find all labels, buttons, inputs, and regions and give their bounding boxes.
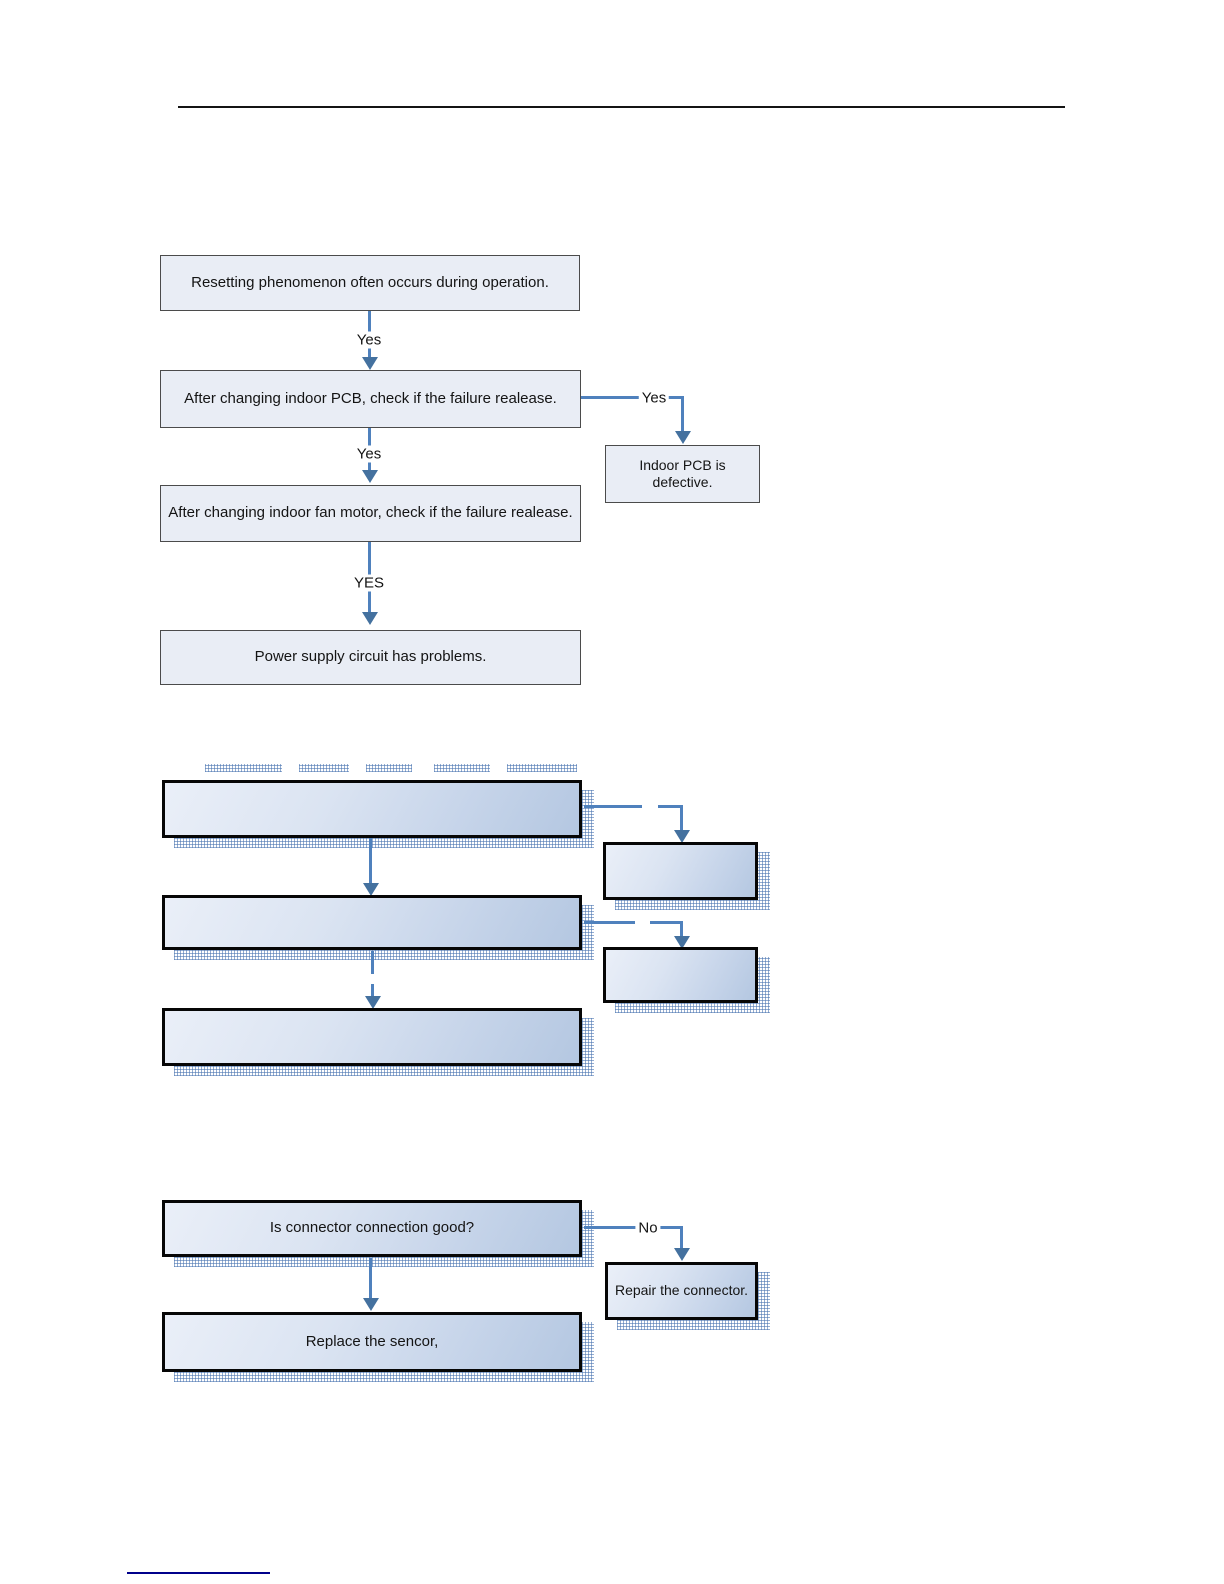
header-rule <box>178 106 1065 108</box>
halftone-strip <box>366 764 412 772</box>
connector-line <box>680 921 683 939</box>
halftone-strip <box>205 764 282 772</box>
arrow-down-icon <box>362 612 378 625</box>
connector-line <box>584 1226 682 1229</box>
yes-label: YES <box>350 574 388 592</box>
halftone-strip <box>434 764 490 772</box>
connector-line <box>369 838 372 885</box>
arrow-down-icon <box>362 470 378 483</box>
connector-line <box>650 921 682 924</box>
connector-line <box>371 951 374 974</box>
flow3-question-box: Is connector connection good? <box>162 1200 582 1257</box>
flow2-box-b <box>603 842 758 900</box>
arrow-down-icon <box>674 1248 690 1261</box>
arrow-down-icon <box>365 996 381 1009</box>
arrow-down-icon <box>362 357 378 370</box>
flow2-box-d <box>603 947 758 1003</box>
arrow-down-icon <box>363 1298 379 1311</box>
no-label: No <box>635 1219 661 1237</box>
connector-line <box>680 805 683 832</box>
flow1-pcb-defective-box: Indoor PCB is defective. <box>605 445 760 503</box>
arrow-down-icon <box>363 883 379 896</box>
footer-link-line <box>127 1572 270 1574</box>
flow1-power-supply-box: Power supply circuit has problems. <box>160 630 581 685</box>
connector-line <box>584 805 642 808</box>
yes-label: Yes <box>353 445 385 463</box>
flow1-check-pcb-box: After changing indoor PCB, check if the … <box>160 370 581 428</box>
flow2-box-a <box>162 780 582 838</box>
halftone-strip <box>507 764 577 772</box>
halftone-strip <box>299 764 349 772</box>
yes-label: Yes <box>353 331 385 349</box>
connector-line <box>371 984 374 998</box>
connector-line <box>681 396 684 432</box>
connector-line <box>658 805 683 808</box>
connector-line <box>584 921 635 924</box>
flow3-replace-box: Replace the sencor, <box>162 1312 582 1372</box>
connector-line <box>369 1258 372 1300</box>
flow1-check-fan-box: After changing indoor fan motor, check i… <box>160 485 581 542</box>
connector-line <box>581 396 683 399</box>
flow3-repair-box: Repair the connector. <box>605 1262 758 1320</box>
arrow-down-icon <box>674 936 690 949</box>
arrow-down-icon <box>675 431 691 444</box>
flow2-box-e <box>162 1008 582 1066</box>
flow1-start-box: Resetting phenomenon often occurs during… <box>160 255 580 311</box>
yes-label: Yes <box>638 389 670 407</box>
connector-line <box>680 1226 683 1250</box>
flow2-box-c <box>162 895 582 950</box>
arrow-down-icon <box>674 830 690 843</box>
